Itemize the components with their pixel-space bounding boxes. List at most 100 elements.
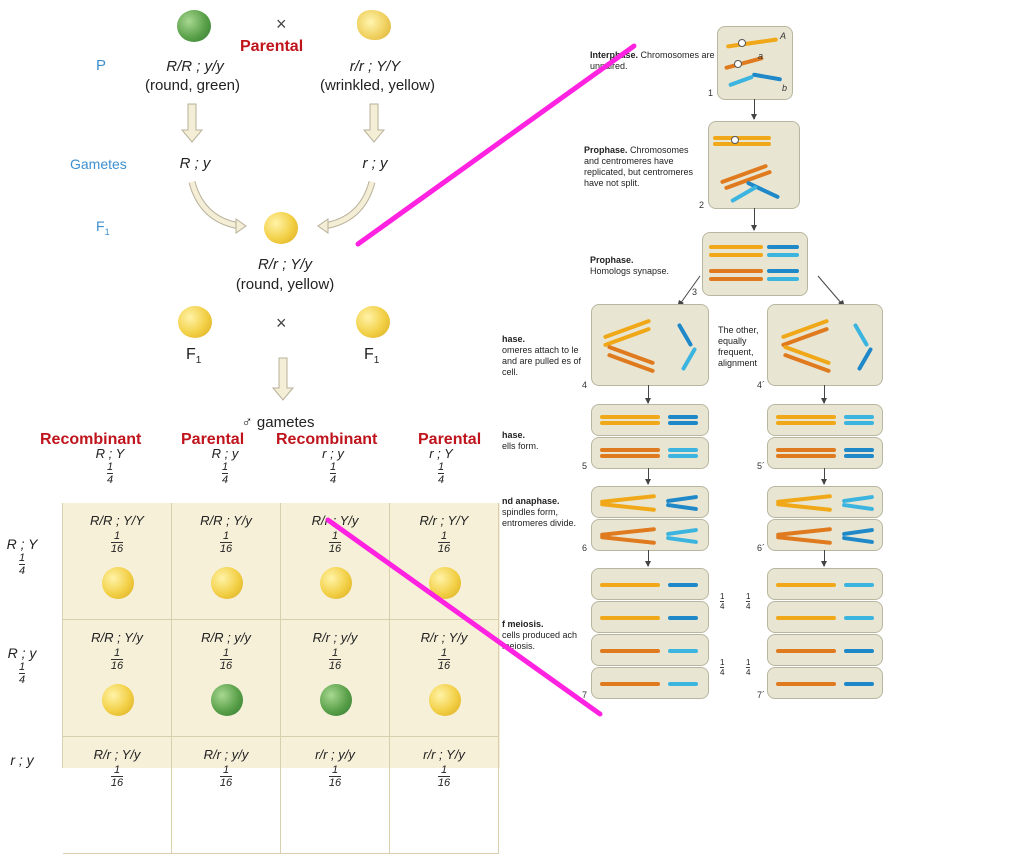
parental-label-2: Parental (418, 431, 482, 448)
stage-number: 4´ (757, 380, 766, 390)
cell-num: 1 (331, 647, 339, 659)
stage1-box: A a b (717, 26, 793, 100)
col-gamete-4-text: r ; Y (429, 446, 453, 461)
stage7-cell (591, 568, 709, 600)
cell-num: 1 (222, 530, 230, 542)
stage5-text: ells form. (502, 441, 539, 451)
stage-number: 7 (582, 690, 588, 700)
p-down-arrows (180, 103, 386, 401)
stage3-caption: Prophase. Homologs synapse. (590, 255, 700, 277)
down-arrow-icon (821, 385, 827, 404)
cell-den: 16 (437, 776, 451, 789)
row-gamete-1-den: 4 (18, 564, 26, 577)
cell-genotype: r/r ; y/y (315, 747, 355, 762)
stage6-text: spindles form, entromeres divide. (502, 507, 577, 528)
stage6-box-top (591, 486, 709, 518)
cell-den: 16 (219, 776, 233, 789)
f1-right-text: F (364, 346, 374, 363)
down-arrow-icon (645, 385, 651, 404)
col-gamete-3-num: 1 (329, 461, 337, 473)
parental-label-1: Parental (181, 431, 245, 448)
stage-number: 5´ (757, 461, 766, 471)
fraction-numerator: 1 (720, 658, 725, 667)
stage-number: 7´ (757, 690, 766, 700)
stage4-other-caption: The other, equally frequent, alignment (718, 325, 759, 368)
f1-left-pea-icon (178, 306, 212, 338)
stage5-alt-box-top (767, 404, 883, 436)
stage6-alt-box-bottom (767, 519, 883, 551)
fraction-numerator: 1 (746, 592, 751, 601)
stage3-text: Homologs synapse. (590, 266, 670, 276)
cell-genotype: r/r ; Y/y (423, 747, 465, 762)
gametes-label: Gametes (70, 156, 127, 172)
f1-right-pea-icon (356, 306, 390, 338)
stage-number: 4 (582, 380, 588, 390)
yellow-pea-icon (102, 567, 134, 599)
cell-genotype: R/r ; Y/y (93, 747, 141, 762)
cell-genotype: R/r ; Y/y (420, 630, 468, 645)
col-gamete-1-text: R ; Y (95, 446, 125, 461)
row-gamete-1-text: R ; Y (6, 536, 38, 552)
stage3-title: Prophase. (590, 255, 634, 265)
cell-den: 16 (437, 542, 451, 555)
cross-times-symbol: × (276, 14, 287, 34)
stage5-caption: hase. ells form. (502, 430, 582, 452)
row-gamete-3: r ; y (0, 752, 44, 768)
cell-genotype: R/R ; Y/Y (90, 513, 144, 528)
f1-label-sub: 1 (104, 226, 110, 237)
stage3-box (702, 232, 808, 296)
down-arrow-icon (645, 550, 651, 567)
yellow-pea-icon (429, 684, 461, 716)
cell-genotype: R/r ; y/y (312, 630, 358, 645)
cell-num: 1 (113, 530, 121, 542)
cell-genotype: R/R ; Y/y (91, 630, 143, 645)
col-gamete-1-num: 1 (106, 461, 114, 473)
green-pea-icon (211, 684, 243, 716)
recombinant-label-2: Recombinant (276, 431, 378, 448)
cell-num: 1 (222, 764, 230, 776)
cell-num: 1 (440, 764, 448, 776)
yellow-pea-icon (211, 567, 243, 599)
wrinkled-yellow-pea-icon (357, 10, 391, 40)
f1-genotype: R/r ; Y/y (258, 256, 312, 273)
cell-num: 1 (331, 764, 339, 776)
cell-den: 16 (328, 776, 342, 789)
col-gamete-3-text: r ; y (322, 446, 344, 461)
cell-num: 1 (440, 647, 448, 659)
col-gamete-2-text: R ; y (211, 446, 239, 461)
p-label: P (96, 57, 107, 74)
row-gamete-3-text: r ; y (10, 752, 34, 768)
down-arrow-icon (751, 208, 757, 231)
down-arrow-icon (821, 468, 827, 485)
f1-label: F1 (96, 218, 110, 237)
stage1-caption: Interphase. Chromosomes are unpaired. (590, 50, 715, 72)
f1-right-sub: 1 (373, 355, 380, 367)
row-gamete-1-num: 1 (18, 552, 26, 564)
yellow-pea-icon (102, 684, 134, 716)
f1-phenotype: (round, yellow) (235, 276, 335, 293)
col-gamete-3-den: 4 (329, 473, 337, 486)
f1-right-label: F1 (364, 346, 379, 366)
down-arrow-icon (751, 99, 757, 120)
stage2-caption: Prophase. Chromosomes and centromeres ha… (584, 145, 702, 189)
fraction-denominator: 4 (720, 601, 725, 611)
cell-den: 16 (328, 659, 342, 672)
recombinant-label-1: Recombinant (40, 431, 142, 448)
stage7-title: f meiosis. (502, 619, 544, 629)
cell-genotype: R/r ; Y/Y (419, 513, 469, 528)
cell-den: 16 (328, 542, 342, 555)
